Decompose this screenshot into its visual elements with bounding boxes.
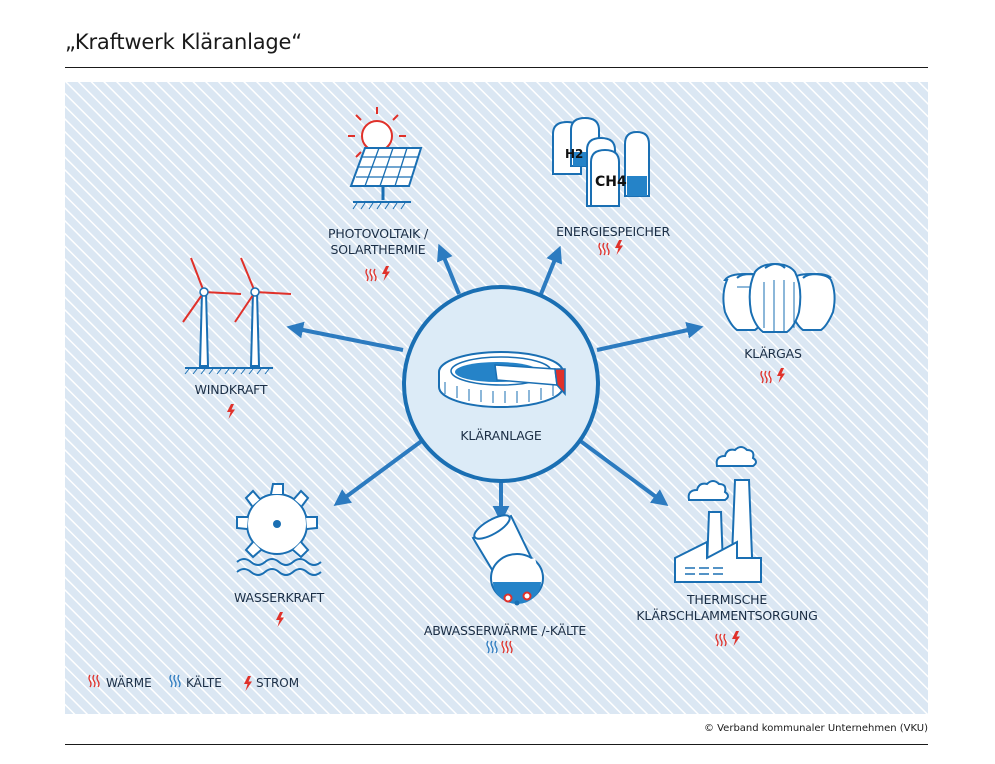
label-photovoltaik: PHOTOVOLTAIK / SOLARTHERMIE — [328, 226, 428, 258]
tank-label-ch4: CH4 — [595, 174, 627, 190]
label-abwasser: ABWASSERWÄRME /-KÄLTE — [423, 623, 587, 638]
label-energiespeicher: ENERGIESPEICHER — [556, 224, 670, 239]
label-wasserkraft: WASSERKRAFT — [233, 590, 325, 605]
arrow-thermische — [577, 438, 669, 506]
label-thermische-line2: KLÄRSCHLAMMENTSORGUNG — [636, 608, 818, 623]
label-thermische: THERMISCHE KLÄRSCHLAMMENTSORGUNG — [636, 592, 817, 624]
abwasser-icon — [471, 514, 544, 606]
label-klaeranlage: KLÄRANLAGE — [460, 428, 542, 443]
energiespeicher-icon: H2 CH4 — [552, 116, 650, 207]
diagram-panel: H2 CH4 — [65, 82, 928, 714]
klaergas-icon — [722, 262, 836, 333]
copyright-credit: © Verband kommunaler Unternehmen (VKU) — [703, 723, 928, 734]
label-photovoltaik-line2: SOLARTHERMIE — [330, 242, 426, 257]
arrows — [286, 243, 704, 523]
windkraft-icon — [182, 257, 292, 375]
arrow-wasserkraft — [333, 438, 425, 506]
center-klaeranlage — [402, 285, 600, 483]
diagram-canvas: H2 CH4 — [65, 82, 928, 714]
top-divider — [65, 67, 928, 68]
label-klaergas: KLÄRGAS — [744, 346, 802, 361]
label-thermische-line1: THERMISCHE — [686, 592, 768, 607]
page-title: „Kraftwerk Kläranlage“ — [65, 30, 302, 54]
legend-waerme-label: WÄRME — [106, 676, 152, 690]
arrow-windkraft — [286, 321, 404, 352]
wasserkraft-icon — [236, 483, 322, 576]
arrow-energiespeicher — [539, 245, 563, 295]
arrow-klaergas — [596, 321, 704, 352]
bottom-divider — [65, 744, 928, 745]
klaeranlage-icon — [438, 351, 566, 408]
label-windkraft: WINDKRAFT — [194, 382, 268, 397]
legend-kaelte-label: KÄLTE — [186, 676, 222, 690]
arrow-photovoltaik — [437, 243, 461, 295]
thermische-icon — [674, 446, 762, 583]
label-photovoltaik-line1: PHOTOVOLTAIK / — [328, 226, 428, 241]
tank-label-h2: H2 — [565, 147, 583, 161]
photovoltaik-icon — [348, 107, 423, 210]
legend-strom-label: STROM — [256, 676, 300, 690]
